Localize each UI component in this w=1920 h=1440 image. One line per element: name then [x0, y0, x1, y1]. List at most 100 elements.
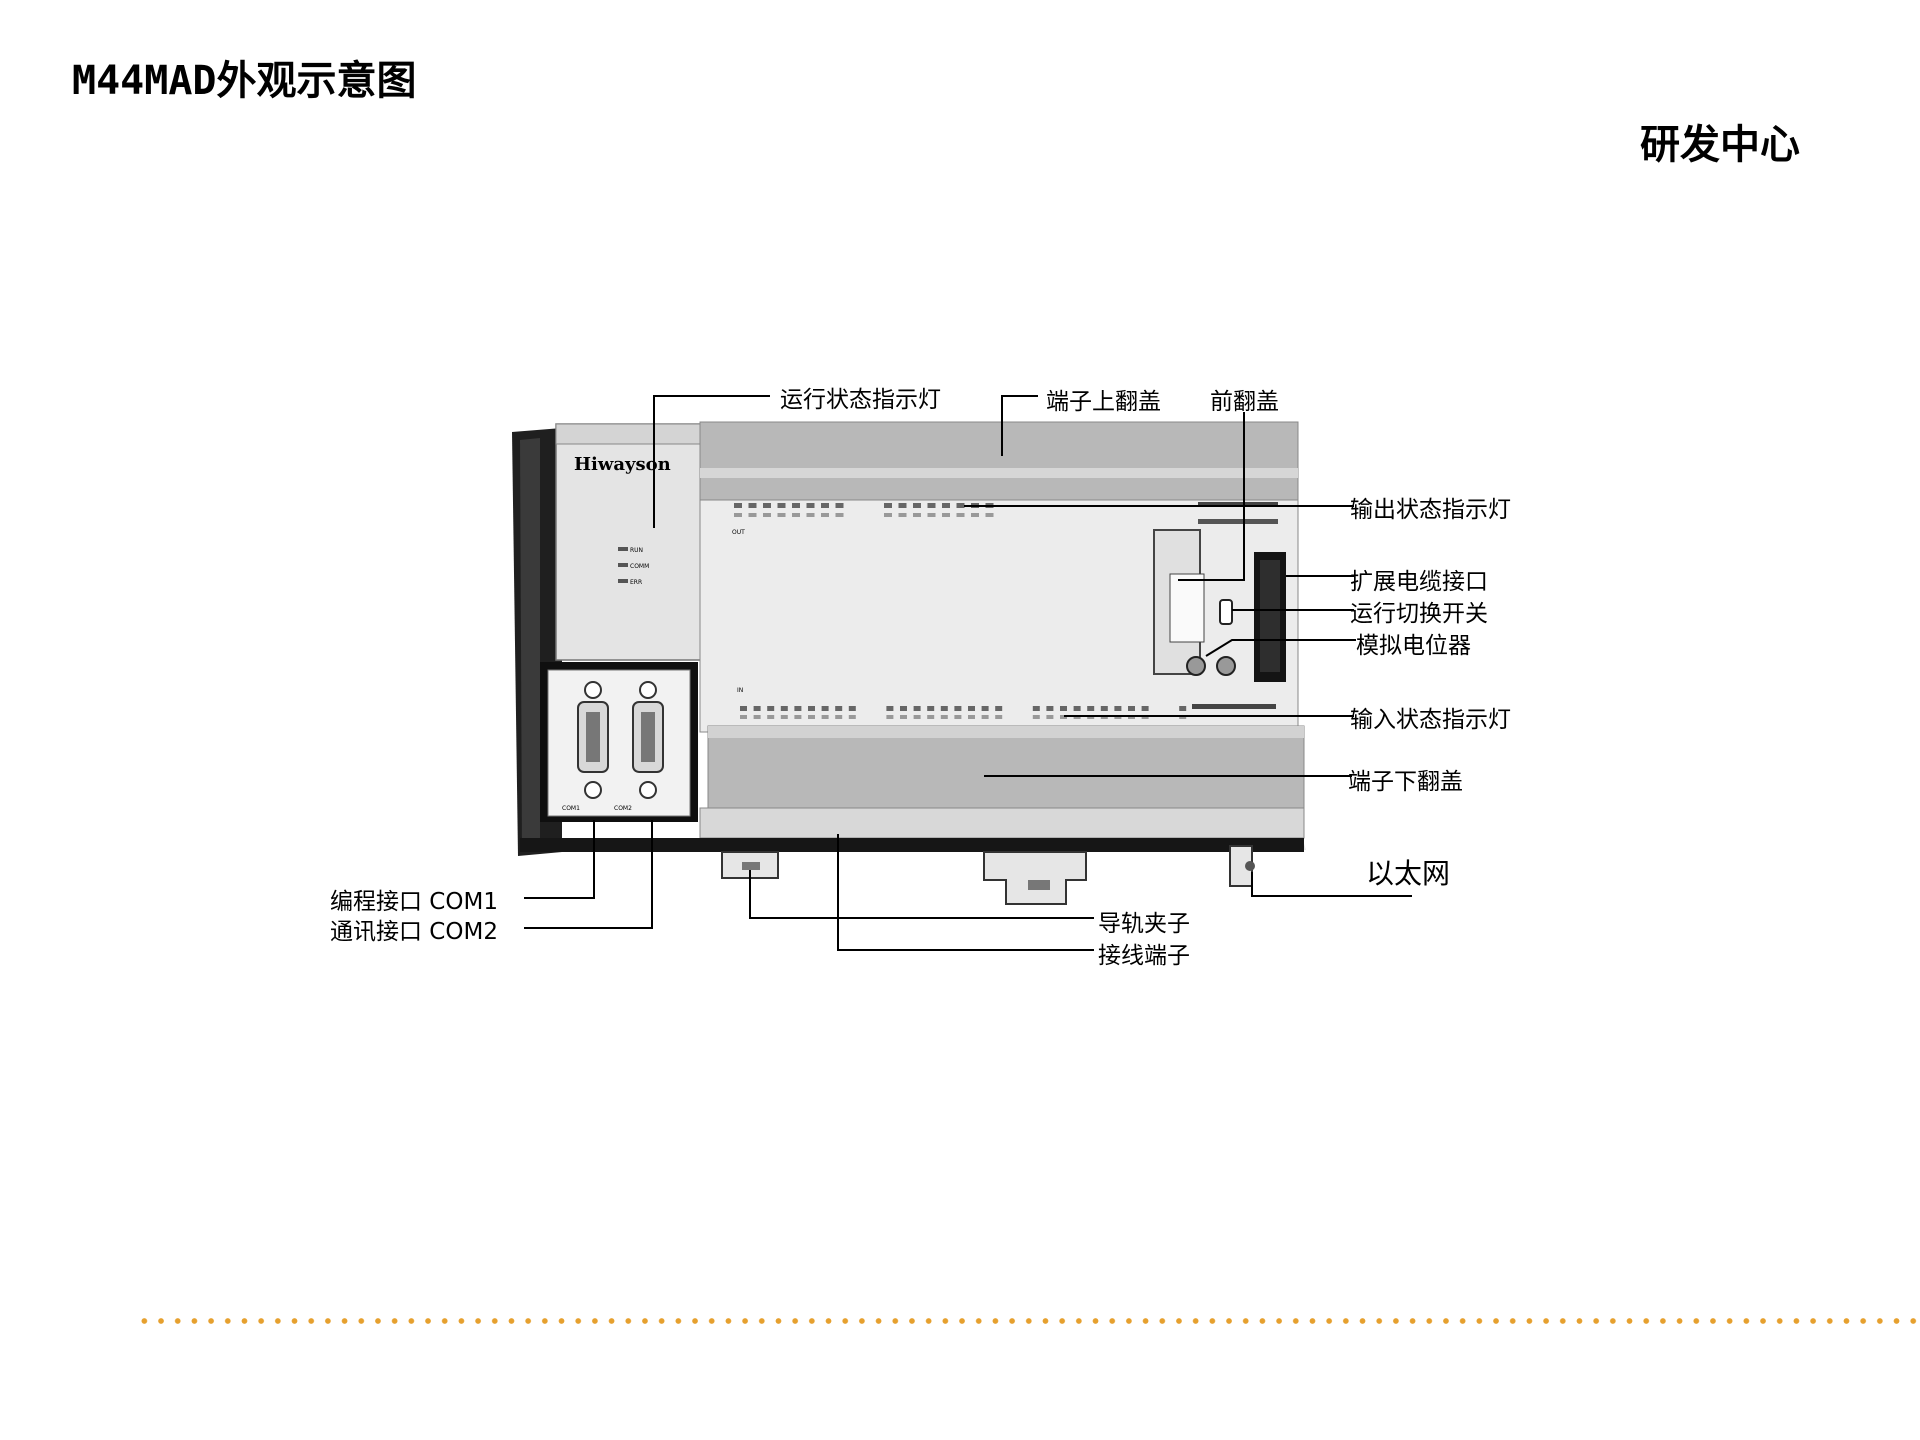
callout-program-port: 编程接口 COM1	[330, 889, 498, 915]
status-led-group: RUN COMM ERR	[618, 547, 649, 586]
input-led-label	[848, 715, 856, 719]
input-led-label	[767, 715, 775, 719]
callout-terminal-bottom-cover: 端子下翻盖	[1348, 769, 1463, 795]
callout-run-switch: 运行切换开关	[1350, 601, 1488, 627]
callout-output-status-led: 输出状态指示灯	[1350, 497, 1511, 523]
din-rail-clip	[721, 845, 1255, 905]
input-led-label	[886, 715, 894, 719]
com1-port	[577, 681, 609, 799]
output-led-label	[913, 513, 921, 517]
input-led-label	[835, 715, 843, 719]
input-led-label	[753, 715, 761, 719]
output-led-label	[835, 513, 844, 517]
callout-expansion-port: 扩展电缆接口	[1350, 569, 1488, 595]
input-led	[1060, 706, 1067, 711]
input-led	[995, 706, 1003, 711]
output-led-row	[734, 503, 994, 517]
com2-port	[632, 681, 664, 799]
callout-din-rail-clip: 导轨夹子	[1098, 911, 1190, 937]
input-led-label	[995, 715, 1003, 719]
callout-ethernet: 以太网	[1366, 857, 1451, 890]
page-title: M44MAD外观示意图	[72, 58, 417, 104]
input-led-label	[954, 715, 962, 719]
input-led	[886, 706, 894, 711]
output-led	[898, 503, 907, 508]
output-led	[777, 503, 786, 508]
callout-wiring-terminal: 接线端子	[1098, 943, 1190, 969]
callout-comm-port: 通讯接口 COM2	[330, 919, 498, 945]
callout-run-status-led: 运行状态指示灯	[780, 387, 941, 413]
input-led	[1114, 706, 1122, 711]
input-led	[1073, 706, 1081, 711]
input-led	[835, 706, 843, 711]
input-led-label	[913, 715, 921, 719]
input-led	[1141, 706, 1149, 711]
input-led	[900, 706, 907, 711]
input-led-label	[900, 715, 907, 719]
led-label-comm: COMM	[630, 563, 649, 570]
output-led-label	[763, 513, 771, 517]
input-led-label	[927, 715, 935, 719]
input-led	[794, 706, 802, 711]
output-led-label	[971, 513, 979, 517]
input-led	[1087, 706, 1095, 711]
input-led	[981, 706, 989, 711]
output-led	[734, 503, 742, 508]
input-led	[808, 706, 815, 711]
department-label: 研发中心	[1640, 122, 1800, 168]
output-led	[835, 503, 844, 508]
output-led-label	[956, 513, 965, 517]
output-group-label: OUT	[732, 529, 745, 536]
output-led	[956, 503, 965, 508]
output-led-label	[734, 513, 742, 517]
input-led-label	[1060, 715, 1067, 719]
led-label-run: RUN	[630, 547, 643, 554]
output-led	[748, 503, 757, 508]
brand-logo: Hiwayson	[574, 454, 671, 475]
output-led-label	[777, 513, 786, 517]
input-led-label	[794, 715, 802, 719]
output-led-label	[806, 513, 815, 517]
analog-pot-2	[1216, 656, 1236, 676]
input-led	[968, 706, 975, 711]
cpu-module: Hiwayson RUN COMM ERR COM1 COM2	[540, 423, 707, 822]
output-led	[884, 503, 892, 508]
input-led	[780, 706, 788, 711]
input-led	[1100, 706, 1108, 711]
input-led-label	[1032, 715, 1040, 719]
output-led	[942, 503, 950, 508]
output-led-label	[884, 513, 892, 517]
port-label-com1: COM1	[562, 805, 580, 812]
output-led-label	[985, 513, 994, 517]
callout-front-cover: 前翻盖	[1210, 389, 1279, 415]
footer-dotted-divider	[136, 1316, 1920, 1326]
input-group-label: IN	[737, 687, 743, 694]
input-led	[927, 706, 935, 711]
input-led-label	[808, 715, 815, 719]
output-led	[927, 503, 936, 508]
input-led	[753, 706, 761, 711]
input-led	[1046, 706, 1054, 711]
port-label-com2: COM2	[614, 805, 632, 812]
run-mode-switch	[1219, 599, 1233, 625]
input-led	[1179, 706, 1187, 711]
input-led	[913, 706, 921, 711]
output-led-label	[748, 513, 757, 517]
input-led-label	[1046, 715, 1054, 719]
output-led	[806, 503, 815, 508]
input-led-label	[981, 715, 989, 719]
callout-analog-pot: 模拟电位器	[1356, 633, 1471, 659]
input-led	[767, 706, 775, 711]
output-led-label	[792, 513, 800, 517]
output-led-label	[942, 513, 950, 517]
callout-leaders	[524, 395, 1412, 951]
output-led	[821, 503, 829, 508]
output-led-label	[898, 513, 907, 517]
output-led	[763, 503, 771, 508]
input-led	[1032, 706, 1040, 711]
input-led-label	[740, 715, 747, 719]
input-led	[848, 706, 856, 711]
output-led-label	[927, 513, 936, 517]
output-led	[913, 503, 921, 508]
